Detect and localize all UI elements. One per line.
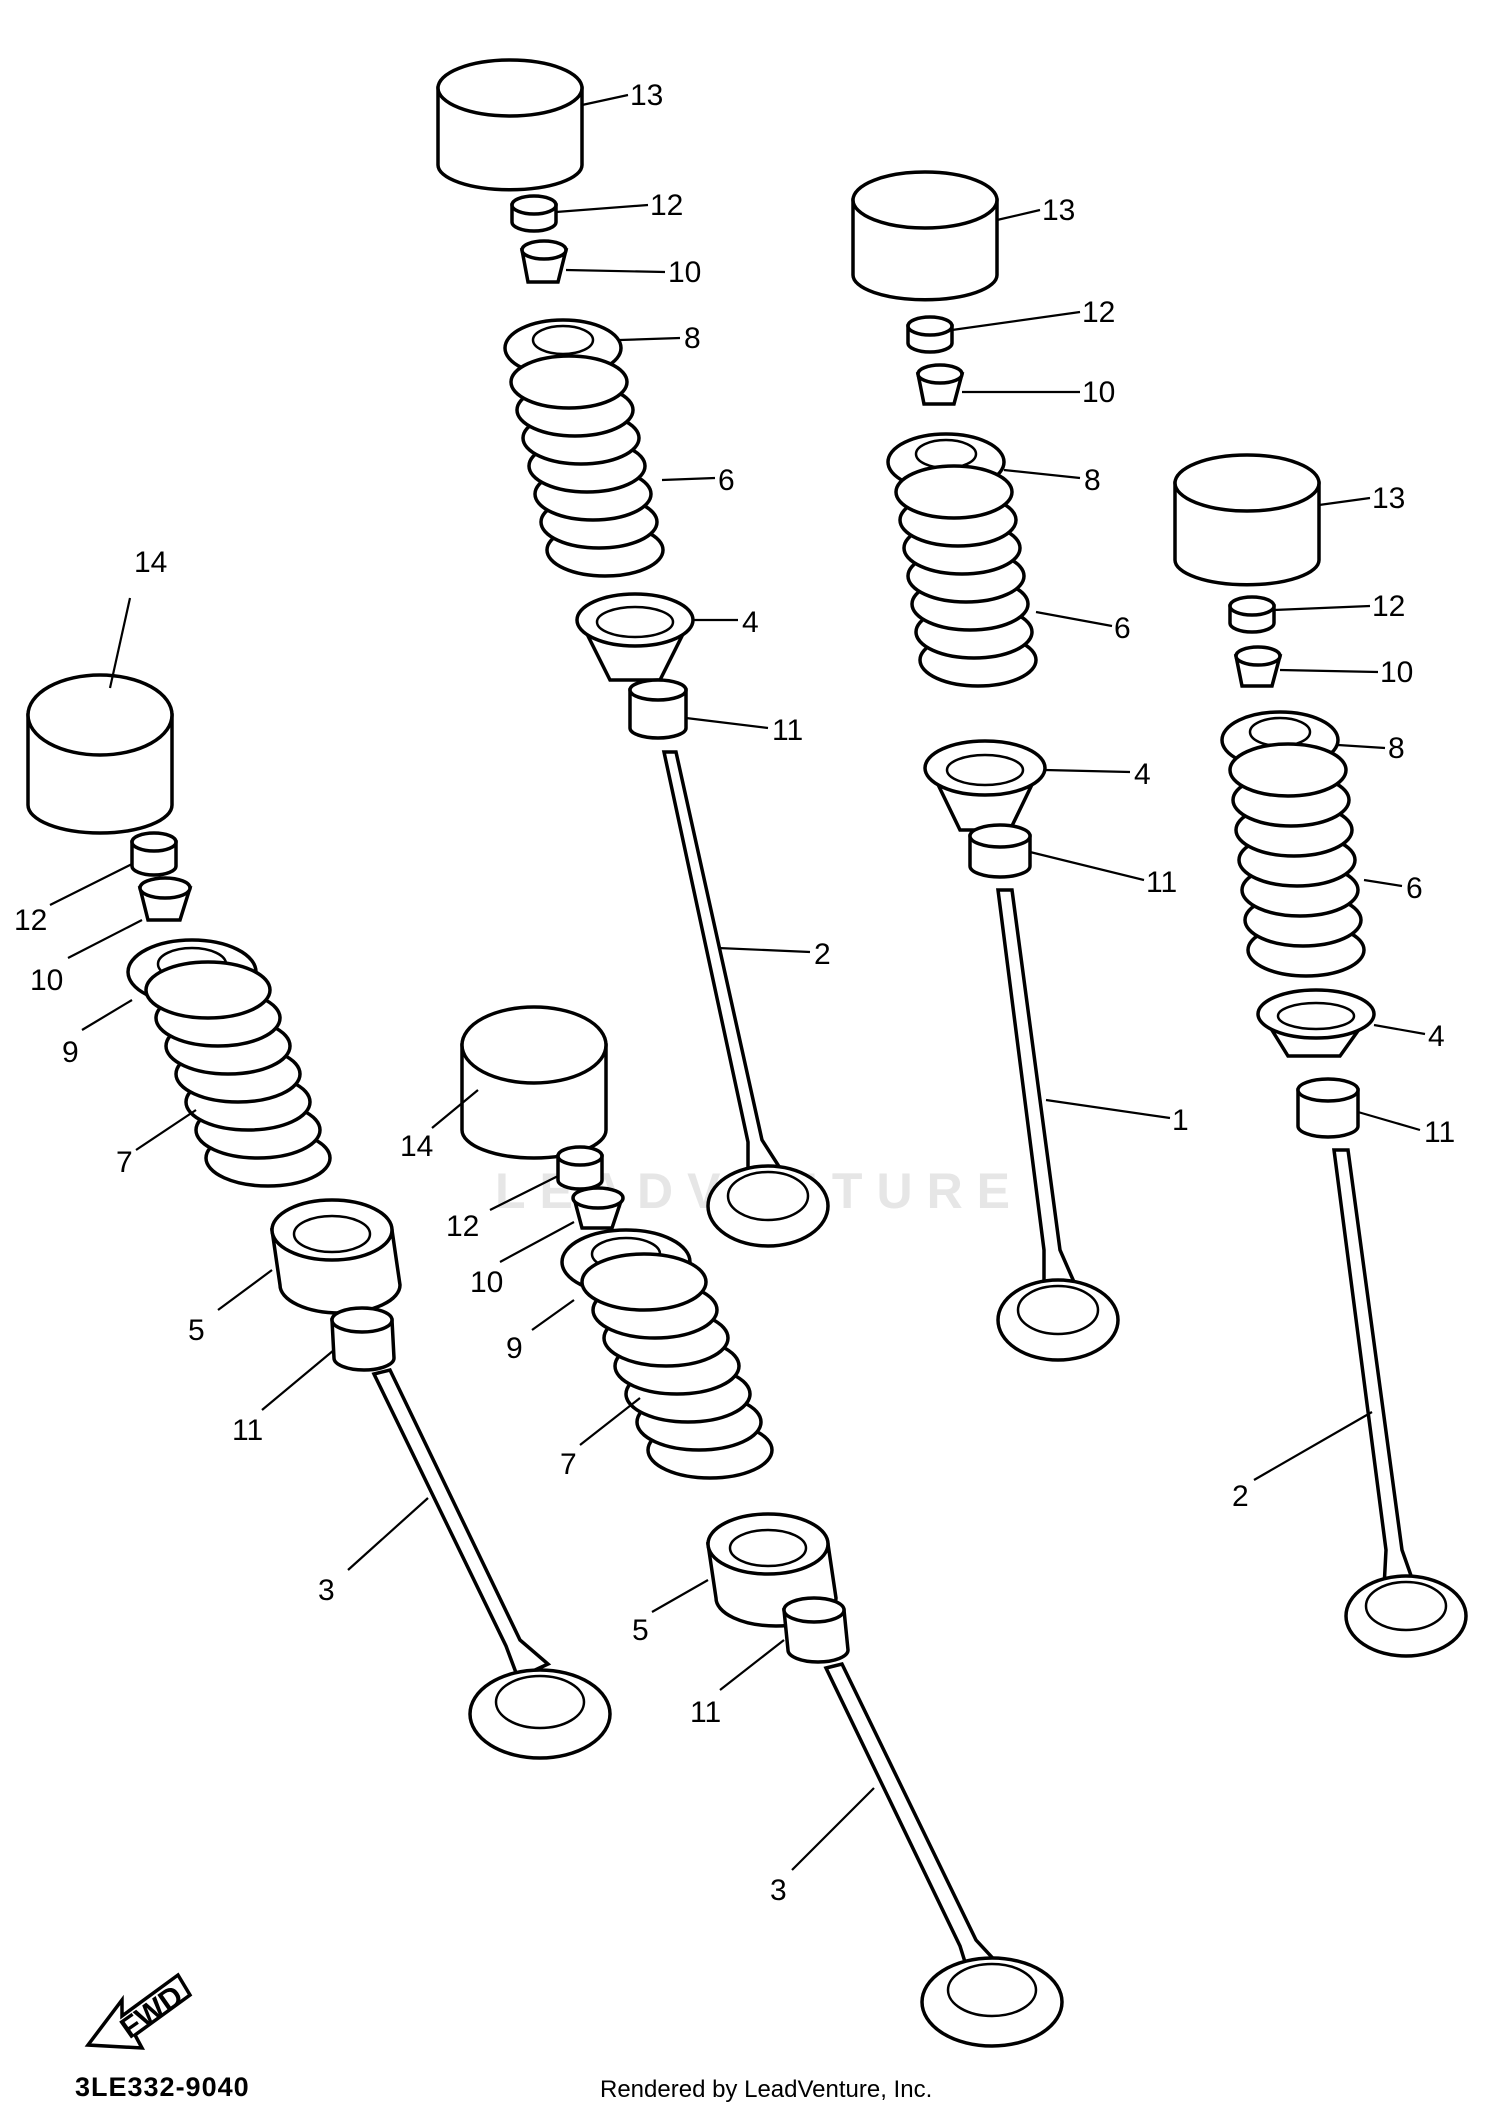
callout-d3: 3 bbox=[318, 1574, 335, 1607]
callout-d5: 5 bbox=[188, 1314, 205, 1347]
render-credit: Rendered by LeadVenture, Inc. bbox=[600, 2076, 933, 2103]
valve-cotter bbox=[915, 363, 965, 406]
callout-e9: 9 bbox=[506, 1332, 523, 1365]
callout-b1: 1 bbox=[1172, 1104, 1189, 1137]
spring-seat bbox=[269, 1198, 402, 1315]
valve-assembly-e bbox=[460, 1005, 1064, 2048]
callout-a12: 12 bbox=[650, 189, 683, 222]
spring-seat bbox=[575, 592, 695, 682]
valve-lifter bbox=[851, 170, 999, 302]
valve-spring bbox=[580, 1252, 774, 1480]
valve-lifter bbox=[1173, 453, 1321, 587]
valve bbox=[1332, 1148, 1468, 1658]
callout-b12: 12 bbox=[1082, 296, 1115, 329]
callout-d11: 11 bbox=[232, 1414, 263, 1447]
spring-seat bbox=[1256, 988, 1376, 1058]
callout-c13: 13 bbox=[1372, 482, 1405, 515]
adjusting-pad bbox=[1228, 595, 1276, 634]
callout-d9: 9 bbox=[62, 1036, 79, 1069]
valve-spring bbox=[509, 354, 665, 578]
valve-spring bbox=[1228, 742, 1366, 978]
callout-e3: 3 bbox=[770, 1874, 787, 1907]
callout-b13: 13 bbox=[1042, 194, 1075, 227]
valve-assembly-c bbox=[1173, 453, 1468, 1658]
valve-assembly-b bbox=[851, 170, 1120, 1362]
valve-assembly-d bbox=[26, 673, 612, 1760]
callout-c12: 12 bbox=[1372, 590, 1405, 623]
callout-a6: 6 bbox=[718, 464, 735, 497]
stem-seal bbox=[968, 823, 1032, 879]
callout-d10: 10 bbox=[30, 964, 63, 997]
callout-b8: 8 bbox=[1084, 464, 1101, 497]
valve-cotter bbox=[571, 1186, 625, 1230]
valve-cotter bbox=[519, 239, 569, 284]
callout-b4: 4 bbox=[1134, 758, 1151, 791]
stem-seal bbox=[782, 1596, 850, 1664]
stem-seal bbox=[330, 1306, 396, 1372]
valve bbox=[823, 1661, 1064, 2048]
callout-a2: 2 bbox=[814, 938, 831, 971]
stem-seal bbox=[1296, 1077, 1360, 1139]
callout-a13: 13 bbox=[630, 79, 663, 112]
valve-spring bbox=[144, 960, 332, 1188]
callout-e14: 14 bbox=[400, 1130, 433, 1163]
callout-c10: 10 bbox=[1380, 656, 1413, 689]
valve bbox=[661, 750, 830, 1248]
leader-lines bbox=[49, 93, 1426, 1871]
spring-seat bbox=[923, 739, 1047, 832]
callout-b11: 11 bbox=[1146, 866, 1177, 899]
callout-d12: 12 bbox=[14, 904, 47, 937]
callout-b6: 6 bbox=[1114, 612, 1131, 645]
callout-d14: 14 bbox=[134, 546, 167, 579]
callout-c11: 11 bbox=[1424, 1116, 1455, 1149]
valve-cotter bbox=[1233, 645, 1283, 688]
stem-seal bbox=[628, 678, 688, 740]
callout-a10: 10 bbox=[668, 256, 701, 289]
callout-e10: 10 bbox=[470, 1266, 503, 1299]
callout-a4: 4 bbox=[742, 606, 759, 639]
callout-c8: 8 bbox=[1388, 732, 1405, 765]
adjusting-pad bbox=[130, 831, 178, 877]
diagram-code: 3LE332-9040 bbox=[75, 2072, 250, 2102]
callout-c4: 4 bbox=[1428, 1020, 1445, 1053]
valve-lifter bbox=[460, 1005, 608, 1160]
callout-c2: 2 bbox=[1232, 1480, 1249, 1513]
callout-e11: 11 bbox=[690, 1696, 721, 1729]
valve-spring bbox=[894, 464, 1038, 688]
valve bbox=[996, 888, 1120, 1362]
adjusting-pad bbox=[556, 1145, 604, 1191]
callout-e12: 12 bbox=[446, 1210, 479, 1243]
callout-a8: 8 bbox=[684, 322, 701, 355]
adjusting-pad bbox=[510, 194, 558, 233]
valve-cotter bbox=[137, 876, 193, 922]
callout-e7: 7 bbox=[560, 1448, 577, 1481]
valve bbox=[371, 1367, 612, 1760]
fwd-arrow-icon: FWD bbox=[84, 1972, 193, 2050]
callout-a11: 11 bbox=[772, 714, 803, 747]
callout-d7: 7 bbox=[116, 1146, 133, 1179]
callout-c6: 6 bbox=[1406, 872, 1423, 905]
valve-lifter bbox=[436, 58, 584, 192]
valve-assembly-a bbox=[436, 58, 830, 1248]
valve-lifter bbox=[26, 673, 174, 835]
callout-labels: 13 12 10 8 6 4 11 2 13 12 10 8 6 4 11 1 … bbox=[14, 79, 1455, 1907]
callout-e5: 5 bbox=[632, 1614, 649, 1647]
adjusting-pad bbox=[906, 315, 954, 354]
callout-b10: 10 bbox=[1082, 376, 1115, 409]
